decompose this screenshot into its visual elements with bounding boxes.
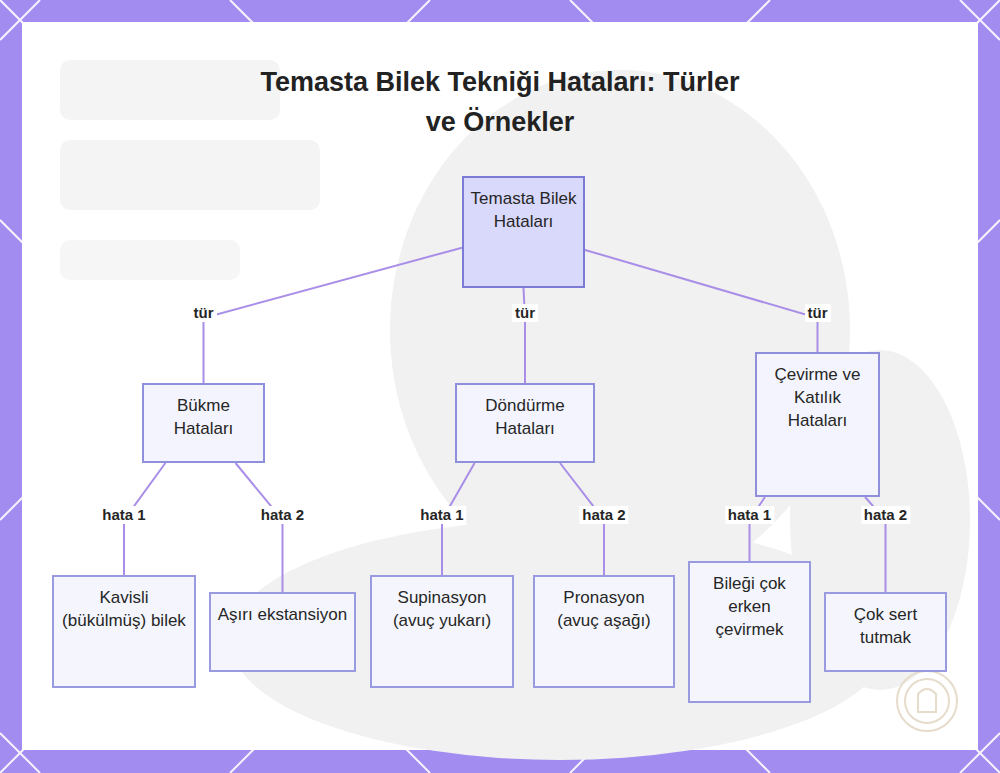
connector-line [524,288,526,383]
white-panel [22,22,978,750]
edge-label: hata 1 [99,506,148,524]
category-box: Bükme Hataları [142,383,265,463]
node-label: Çok sert tutmak [832,603,939,649]
node-label: Bileği çok erken çevirmek [696,572,803,641]
node-label: Aşırı ekstansiyon [217,603,348,626]
error-box: Aşırı ekstansiyon [209,592,356,672]
node-content: Kavisli (bükülmüş) bilek [60,586,188,632]
root-box: Temasta Bilek Hataları [462,176,585,288]
logo-mark [897,671,957,731]
node-content: Supinasyon (avuç yukarı) [378,586,506,632]
node-label: Döndürme Hataları [463,394,587,440]
node-content: Aşırı ekstansiyon [217,603,348,626]
error-box: Çok sert tutmak [824,592,947,672]
edge-label: tür [512,304,538,322]
node-label: Pronasyon (avuç aşağı) [541,586,667,632]
diagram-title: Temasta Bilek Tekniği Hataları: Türler v… [250,62,750,142]
node-content: Bükme Hataları [150,394,257,440]
node-label: Çevirme ve Katılık Hataları [763,363,872,432]
edge-label: hata 1 [417,506,466,524]
category-box: Çevirme ve Katılık Hataları [755,352,880,497]
connector-line [204,248,463,383]
node-content: Temasta Bilek Hataları [470,187,577,233]
edge-label: hata 1 [725,506,774,524]
connector-line [585,250,818,352]
category-box: Döndürme Hataları [455,383,595,463]
node-content: Bileği çok erken çevirmek [696,572,803,641]
node-label: Bükme Hataları [150,394,257,440]
edge-label: tür [191,304,217,322]
error-box: Bileği çok erken çevirmek [688,561,811,703]
node-label: Temasta Bilek Hataları [470,187,577,233]
edge-label: hata 2 [258,506,307,524]
edge-label: tür [805,304,831,322]
node-content: Çok sert tutmak [832,603,939,649]
error-box: Supinasyon (avuç yukarı) [370,575,514,688]
node-content: Döndürme Hataları [463,394,587,440]
node-content: Çevirme ve Katılık Hataları [763,363,872,432]
node-content: Pronasyon (avuç aşağı) [541,586,667,632]
connector-line [235,463,282,592]
error-box: Pronasyon (avuç aşağı) [533,575,675,688]
node-label: Supinasyon (avuç yukarı) [378,586,506,632]
node-label: Kavisli (bükülmüş) bilek [60,586,188,632]
faded-photo [60,60,970,760]
edge-label: hata 2 [579,506,628,524]
edge-label: hata 2 [861,506,910,524]
error-box: Kavisli (bükülmüş) bilek [52,575,196,688]
